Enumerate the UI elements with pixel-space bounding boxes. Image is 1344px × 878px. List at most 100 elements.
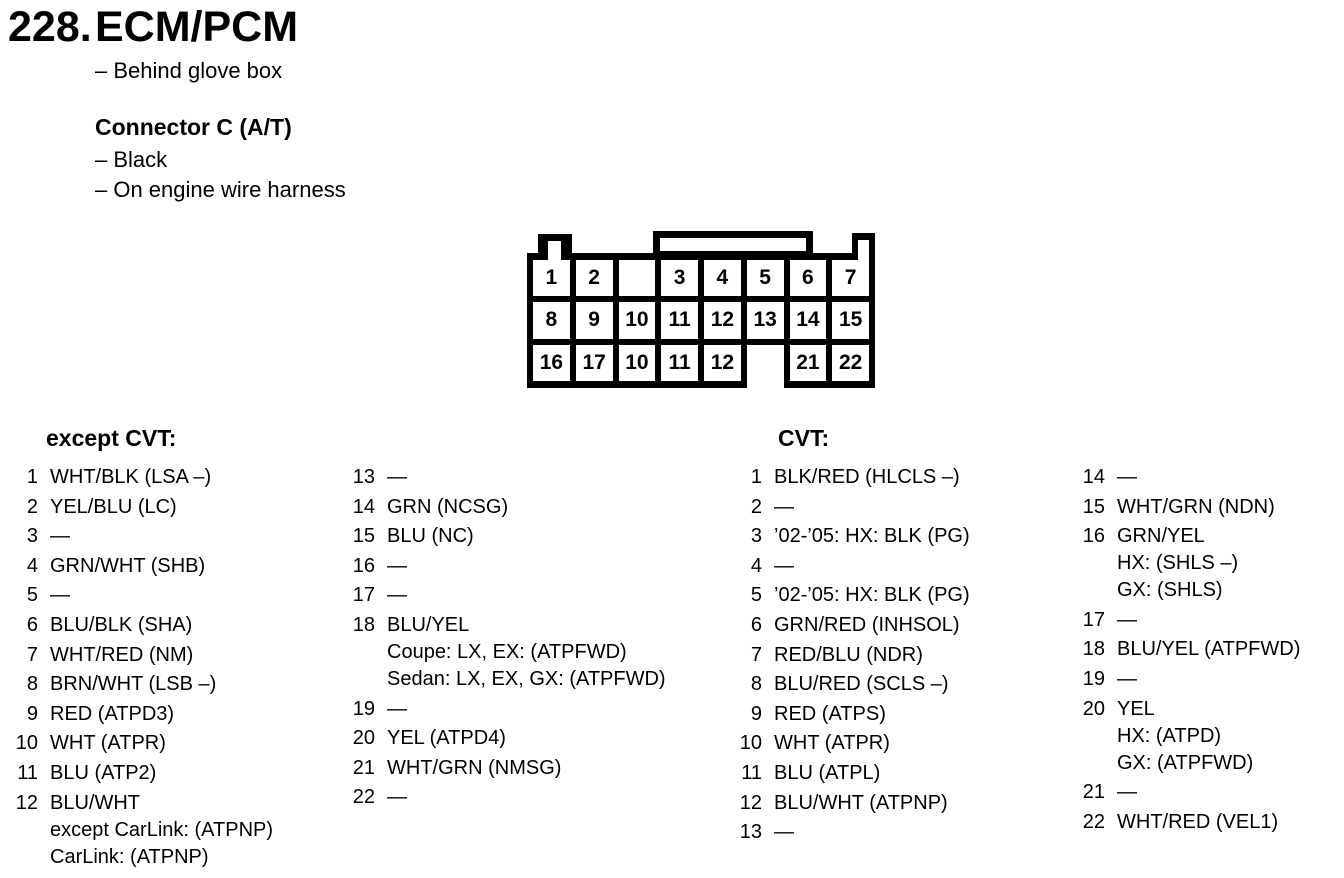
connector-key-slot-right — [858, 240, 869, 266]
pin-wire-label: WHT/GRN (NMSG) — [387, 756, 562, 779]
connector-cavity-r1-4: 4 — [704, 260, 741, 297]
pin-number: 14 — [1082, 466, 1105, 488]
pin-entry-cvt-4: 4— — [738, 553, 970, 580]
pin-wire-label: YEL/BLU (LC) — [50, 495, 177, 518]
pin-wire-label: — — [387, 554, 407, 577]
pin-wire-label: BLU/RED (SCLS –) — [774, 673, 949, 696]
pin-variant-line: CarLink: (ATPNP) — [50, 845, 209, 868]
pin-number: 22 — [352, 786, 375, 809]
pin-entry-cvt-13: 13 — — [738, 819, 970, 846]
pin-entry-cvt-3: 3’02-’05: HX: BLK (PG) — [738, 523, 970, 550]
pin-number: 12 — [739, 791, 762, 814]
pin-number: 17 — [352, 584, 375, 607]
pin-number: 17 — [1082, 608, 1105, 631]
connector-cavity-r2-9: 9 — [575, 302, 613, 339]
connector-top-rib-groove — [660, 238, 806, 251]
pin-entry-except-cvt-4: 4 GRN/WHT (SHB) — [14, 553, 273, 580]
pin-entry-cvt-1: 1 BLK/RED (HLCLS –) — [738, 464, 970, 491]
pin-entry-cvt-18: 18 BLU/YEL (ATPFWD) — [1081, 636, 1301, 663]
pin-number: 4 — [750, 554, 762, 577]
pin-number: 14 — [352, 495, 375, 518]
pin-number: 13 — [739, 821, 762, 844]
pin-wire-label: BLU/YEL (ATPFWD) — [1117, 638, 1301, 661]
connector-cavity-r1-1: 1 — [533, 260, 570, 297]
pin-wire-label: WHT (ATPR) — [50, 732, 166, 755]
pin-wire-label: BLK/RED (HLCLS –) — [774, 466, 960, 488]
page-title: ECM/PCM — [95, 3, 299, 51]
pin-variant-line: except CarLink: (ATPNP) — [50, 818, 274, 841]
section-number: 228. — [8, 3, 92, 51]
location-note: – Behind glove box — [95, 58, 283, 83]
except-cvt-header: except CVT: — [46, 425, 177, 451]
pin-number: 1 — [750, 466, 762, 488]
connector-cavity-r2-14: 14 — [789, 302, 827, 339]
pin-number: 8 — [26, 673, 38, 696]
pin-entry-except-cvt-8: 8 BRN/WHT (LSB –) — [14, 671, 273, 698]
pin-wire-label: WHT/GRN (NDN) — [1117, 495, 1275, 518]
pin-entry-cvt-21: 21— — [1081, 779, 1300, 806]
pin-number: 8 — [750, 673, 762, 696]
pin-number: 19 — [352, 697, 375, 720]
pin-number: 12 — [15, 791, 38, 814]
pin-wire-label: YEL (ATPD4) — [387, 727, 506, 750]
pin-wire-label: — — [387, 584, 407, 607]
pin-entry-except-cvt-3: 3— — [14, 523, 273, 550]
pin-number: 11 — [17, 761, 38, 784]
pin-number: 10 — [15, 732, 38, 755]
pin-entry-cvt-5: 5’02-’05: HX: BLK (PG) — [738, 582, 970, 609]
pin-wire-label: — — [1117, 466, 1137, 488]
pin-number: 21 — [352, 756, 375, 779]
pin-wire-label: — — [50, 525, 70, 548]
connector-cavity-r2-15: 15 — [832, 302, 869, 339]
pin-number: 18 — [1082, 638, 1105, 661]
pin-wire-label: — — [774, 495, 794, 518]
pin-wire-label: BRN/WHT (LSB –) — [50, 673, 217, 696]
pin-entry-cvt-14: 14 — — [1081, 464, 1300, 491]
pin-number: 4 — [26, 554, 38, 577]
connector-cavity-r3-11: 11 — [661, 344, 698, 381]
pin-number: 2 — [750, 495, 762, 518]
connector-cavity-r1-3: 3 — [661, 260, 698, 297]
pin-number: 6 — [750, 613, 762, 636]
pin-wire-label: — — [387, 466, 407, 488]
connector-cavity-r3-17: 17 — [575, 344, 613, 381]
pin-wire-label: — — [1117, 667, 1137, 690]
connector-cavity-r3-21: 21 — [789, 344, 827, 381]
pin-wire-label: BLU (ATPL) — [774, 761, 881, 784]
cvt-header: CVT: — [778, 425, 830, 451]
pin-wire-label: GRN/YEL — [1117, 525, 1205, 548]
pin-number: 21 — [1082, 781, 1105, 804]
pin-wire-label: YEL — [1117, 697, 1155, 720]
pin-wire-label: — — [774, 821, 794, 844]
pin-number: 7 — [750, 643, 762, 666]
pin-number: 5 — [26, 584, 38, 607]
connector-cavity-r1-5: 5 — [746, 260, 784, 297]
pin-entry-cvt-17: 17— — [1081, 607, 1300, 634]
pin-entry-except-cvt-21: 21 WHT/GRN (NMSG) — [351, 755, 666, 782]
pin-wire-label: GRN/WHT (SHB) — [50, 554, 206, 577]
pin-variant-line: Coupe: LX, EX: (ATPFWD) — [387, 640, 627, 663]
pin-entry-except-cvt-10: 10 WHT (ATPR) — [14, 730, 273, 757]
pin-wire-label: BLU/BLK (SHA) — [50, 613, 193, 636]
pin-number: 10 — [739, 732, 762, 755]
pin-list-cvt-left: 1 BLK/RED (HLCLS –) 2 — 3’02-’05: HX: BLK (P… — [738, 464, 970, 849]
connector-cutout — [746, 344, 784, 395]
pin-number: 18 — [352, 613, 375, 636]
